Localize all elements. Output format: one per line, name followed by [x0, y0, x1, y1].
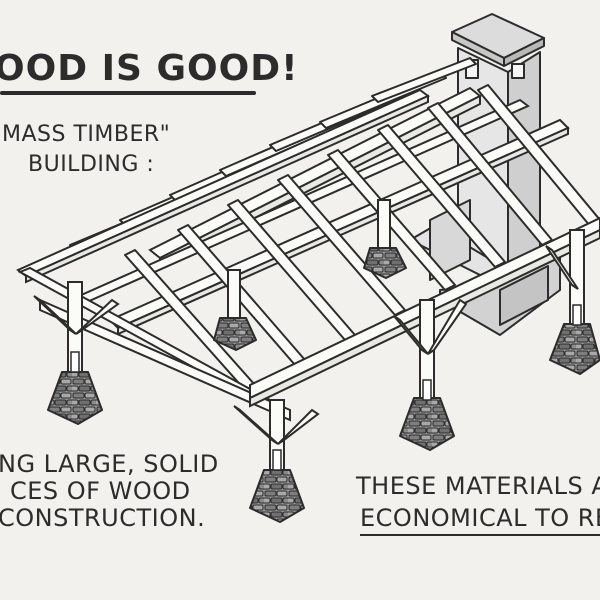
caption-right-line-1: THESE MATERIALS A: [356, 472, 600, 500]
subtitle-line-2: BUILDING :: [28, 152, 155, 177]
caption-right-line-2: ECONOMICAL TO RE: [360, 504, 600, 532]
page-title: OOD IS GOOD!: [0, 48, 299, 89]
footing-2: [249, 469, 305, 523]
footing-4: [549, 323, 600, 375]
chimney-cap-side: [503, 37, 545, 67]
caption-left-line-3: CONSTRUCTION.: [0, 504, 206, 532]
column-plates: [70, 304, 582, 471]
footing-3: [399, 397, 455, 451]
knee-braces: [33, 245, 579, 445]
footing-1: [47, 371, 103, 425]
caption-left-line-1: NG LARGE, SOLID: [0, 450, 219, 478]
column-6: [377, 199, 391, 251]
footing-6: [363, 247, 407, 279]
caption-right-underline: [360, 534, 600, 536]
column-5: [227, 269, 241, 321]
footing-5: [213, 317, 257, 351]
rafters-front: [124, 84, 600, 391]
stone-footings: [47, 247, 600, 523]
chimney-step: [499, 265, 549, 326]
title-underline: [0, 91, 256, 95]
chimney-flue-2: [511, 63, 525, 79]
subtitle-line-1: MASS TIMBER": [2, 122, 171, 147]
caption-left-line-2: CES OF WOOD: [10, 477, 191, 505]
